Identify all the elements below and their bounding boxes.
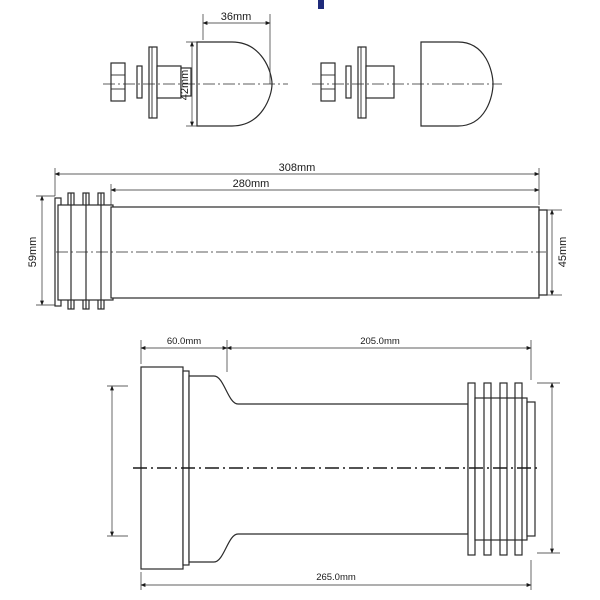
pan-collar-length-label: 60.0mm [167,336,201,347]
straight-pipe [54,192,548,310]
pan-connector [133,366,540,570]
pan-total-length-label: 265.0mm [316,572,356,583]
pipe-dimensions: 308mm 280mm 59mm 45mm [27,162,569,306]
pipe-outer-diameter-label: 59mm [27,237,39,268]
fixing-kit-right [312,41,502,127]
fixing-kit-left [103,41,288,127]
pipe-inner-diameter-label: 45mm [557,237,569,268]
cap-dimensions: 36mm 42mm [179,11,271,127]
pipe-body-length-label: 280mm [233,178,270,190]
cap-height-label: 42mm [179,70,191,101]
pipe-total-length-label: 308mm [279,162,316,174]
pan-body-length-label: 205.0mm [360,336,400,347]
cap-width-label: 36mm [221,11,252,23]
pan-connector-dimensions: 60.0mm 205.0mm 265.0mm [107,336,560,590]
header-accent-bar [318,0,324,9]
